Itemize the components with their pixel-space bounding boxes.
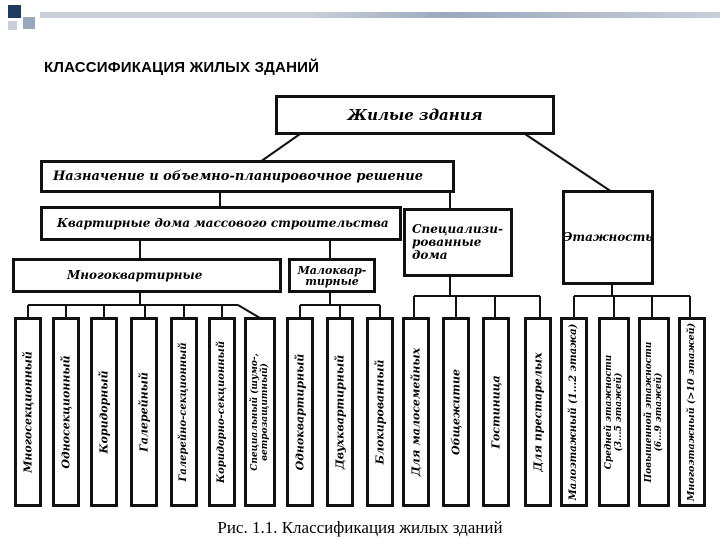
leaf-label: Повышенной этажности (6...9 этажей): [644, 341, 664, 483]
decor-square-light: [8, 21, 17, 30]
leaf-increased-rise: Повышенной этажности (6...9 этажей): [638, 317, 670, 507]
node-storeys: Этажность: [562, 190, 654, 285]
leaf-dormitory: Общежитие: [442, 317, 470, 507]
header-band: [40, 12, 720, 18]
node-label: Квартирные дома массового строительства: [57, 216, 389, 230]
figure-caption: Рис. 1.1. Классификация жилых зданий: [217, 518, 503, 537]
leaf-two-family: Двухквартирный: [326, 317, 354, 507]
leaf-single-section: Односекционный: [52, 317, 80, 507]
leaf-multi-section: Многосекционный: [14, 317, 42, 507]
node-label: Назначение и объемно-планировочное решен…: [53, 169, 423, 184]
node-low-apartment: Малоквар- тирные: [288, 258, 376, 293]
node-label: Этажность: [562, 230, 654, 244]
node-mass-housing: Квартирные дома массового строительства: [40, 206, 402, 241]
leaf-low-rise: Малоэтажный (1...2 этажа): [560, 317, 588, 507]
leaf-label: Малоэтажный (1...2 этажа): [568, 323, 579, 501]
leaf-corridor-section: Коридорно-секционный: [208, 317, 236, 507]
leaf-high-rise: Многоэтажный (>10 этажей): [678, 317, 706, 507]
leaf-gallery-section: Галерейно-секционный: [170, 317, 198, 507]
node-label: Малоквар- тирные: [297, 263, 367, 288]
leaf-label: Галерейный: [137, 372, 151, 452]
decor-square-dark: [8, 5, 21, 18]
node-multi-apartment: Многоквартирные: [12, 258, 282, 293]
leaf-label: Односекционный: [59, 355, 73, 469]
leaf-label: Общежитие: [449, 369, 463, 455]
node-specialized: Специализи- рованные дома: [403, 208, 513, 277]
leaf-hotel: Гостиница: [482, 317, 510, 507]
leaf-corridor: Коридорный: [90, 317, 118, 507]
leaf-label: Гостиница: [489, 375, 503, 449]
leaf-gallery: Галерейный: [130, 317, 158, 507]
leaf-label: Коридорный: [97, 370, 111, 454]
leaf-special-noise: Специальный (шумо-, ветрозащитный): [244, 317, 276, 507]
leaf-label: Блокированный: [373, 359, 387, 465]
node-residential-buildings: Жилые здания: [275, 95, 555, 135]
leaf-elderly: Для престарелых: [524, 317, 552, 507]
leaf-label: Средней этажности (3...5 этажей): [604, 354, 624, 470]
leaf-small-family: Для малосемейных: [402, 317, 430, 507]
leaf-label: Многоэтажный (>10 этажей): [686, 322, 697, 502]
node-label: Многоквартирные: [67, 268, 203, 282]
slide-title: КЛАССИФИКАЦИЯ ЖИЛЫХ ЗДАНИЙ: [44, 59, 320, 76]
leaf-label: Коридорно-секционный: [216, 341, 227, 483]
leaf-label: Многосекционный: [21, 351, 35, 473]
node-label: Жилые здания: [347, 105, 483, 124]
leaf-label: Для малосемейных: [409, 347, 423, 477]
leaf-label: Для престарелых: [531, 352, 545, 472]
leaf-blocked: Блокированный: [366, 317, 394, 507]
node-purpose: Назначение и объемно-планировочное решен…: [40, 160, 455, 193]
leaf-label: Галерейно-секционный: [178, 342, 189, 482]
node-label: Специализи- рованные дома: [412, 222, 503, 262]
leaf-label: Двухквартирный: [333, 354, 347, 470]
leaf-label: Специальный (шумо-, ветрозащитный): [250, 353, 270, 471]
leaf-single-family: Одноквартирный: [286, 317, 314, 507]
leaf-label: Одноквартирный: [293, 353, 307, 471]
decor-square-light: [23, 17, 35, 29]
leaf-mid-rise: Средней этажности (3...5 этажей): [598, 317, 630, 507]
